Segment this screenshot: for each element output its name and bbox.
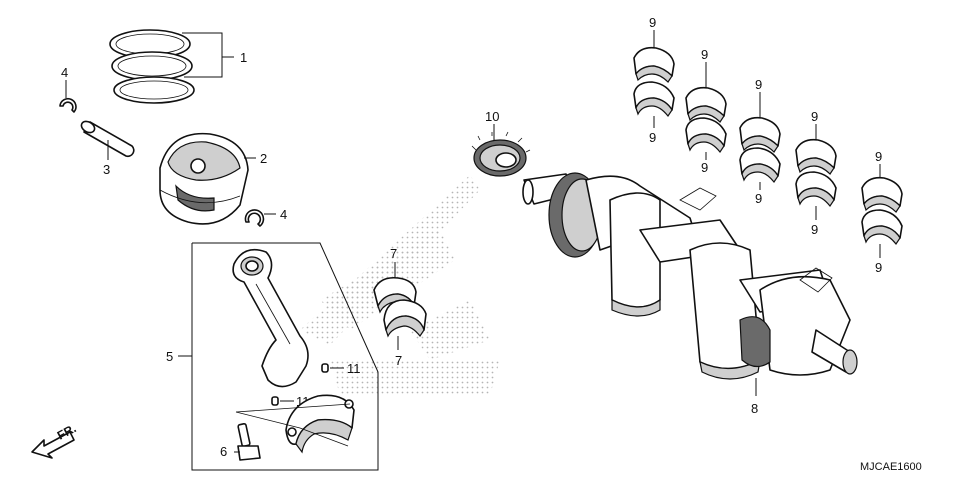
- connecting-rod-icon: [232, 248, 309, 388]
- main-bearing-icon: [861, 176, 903, 246]
- callout-crankshaft: 8: [751, 401, 758, 416]
- callout-gear: 10: [485, 109, 499, 124]
- callout-conrod-bolt: 6: [220, 444, 227, 459]
- callout-main-bearing: 9: [875, 260, 882, 275]
- conrod-bolt-icon: [237, 422, 261, 461]
- callout-clip-top: 4: [61, 65, 68, 80]
- main-bearing-icon: [685, 86, 727, 154]
- conrod-assy-frame: [191, 242, 379, 471]
- callout-conrod-bearing-top: 7: [390, 246, 397, 261]
- callout-conrod-assy: 5: [166, 349, 173, 364]
- gear-icon: [471, 131, 531, 177]
- main-bearing-icon: [739, 116, 781, 184]
- conrod-bearing-icon: [383, 299, 427, 338]
- callout-main-bearing: 9: [811, 222, 818, 237]
- callout-main-bearing: 9: [701, 47, 708, 62]
- callout-main-bearing: 9: [649, 15, 656, 30]
- piston-pin-icon: [80, 120, 135, 158]
- callout-conrod-bearing-bottom: 7: [395, 353, 402, 368]
- callout-dowel-upper: 11: [347, 361, 361, 376]
- crankshaft-icon: [522, 172, 858, 380]
- diagram-code: MJCAE1600: [860, 461, 922, 473]
- piston-icon: [159, 132, 249, 225]
- piston-pin-clip-icon: [244, 209, 265, 227]
- callout-clip-side: 4: [280, 207, 287, 222]
- dowel-pin-icon: [321, 363, 329, 373]
- callout-piston: 2: [260, 151, 267, 166]
- piston-ring-icon: [109, 29, 195, 104]
- main-bearing-icon: [795, 138, 837, 208]
- callout-main-bearing: 9: [701, 160, 708, 175]
- main-bearing-pairs: [633, 46, 903, 246]
- callout-main-bearing: 9: [649, 130, 656, 145]
- callout-main-bearing: 9: [755, 77, 762, 92]
- callout-main-bearing: 9: [755, 191, 762, 206]
- main-bearing-icon: [633, 46, 675, 118]
- callout-piston-ring: 1: [240, 50, 247, 65]
- callout-piston-pin: 3: [103, 162, 110, 177]
- front-direction-arrow-icon: [31, 431, 75, 459]
- callout-main-bearing: 9: [811, 109, 818, 124]
- dowel-pin-icon: [271, 396, 279, 406]
- callout-main-bearing: 9: [875, 149, 882, 164]
- piston-pin-clip-icon: [59, 97, 77, 113]
